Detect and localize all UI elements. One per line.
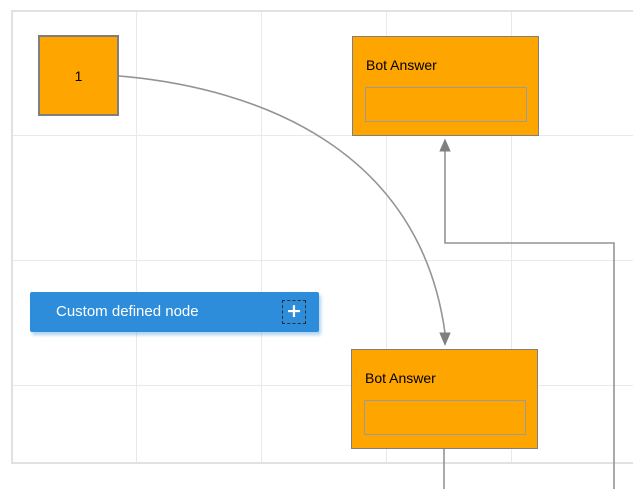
node-start-label: 1 xyxy=(74,67,83,84)
connector-curved-arrowhead-down xyxy=(439,332,451,346)
node-bot-answer-top[interactable]: Bot Answer xyxy=(352,36,539,136)
custom-node-label: Custom defined node xyxy=(56,303,199,320)
connector-orthogonal-path[interactable] xyxy=(444,151,615,489)
bot-answer-bottom-title: Bot Answer xyxy=(365,370,436,386)
bot-answer-bottom-input-box[interactable] xyxy=(364,400,526,435)
connector-orthogonal-arrowhead-up xyxy=(439,138,451,152)
connector-curved[interactable] xyxy=(118,75,451,346)
node-custom-defined[interactable]: Custom defined node + xyxy=(30,292,319,332)
bot-answer-top-input-box[interactable] xyxy=(365,87,527,122)
bot-answer-top-title: Bot Answer xyxy=(366,57,437,73)
add-port-button[interactable]: + xyxy=(282,300,306,324)
node-bot-answer-bottom[interactable]: Bot Answer xyxy=(351,349,538,449)
node-start-square[interactable]: 1 xyxy=(38,35,119,116)
connector-curved-path[interactable] xyxy=(118,75,446,334)
connector-orthogonal[interactable] xyxy=(439,138,615,489)
plus-icon: + xyxy=(286,300,302,322)
